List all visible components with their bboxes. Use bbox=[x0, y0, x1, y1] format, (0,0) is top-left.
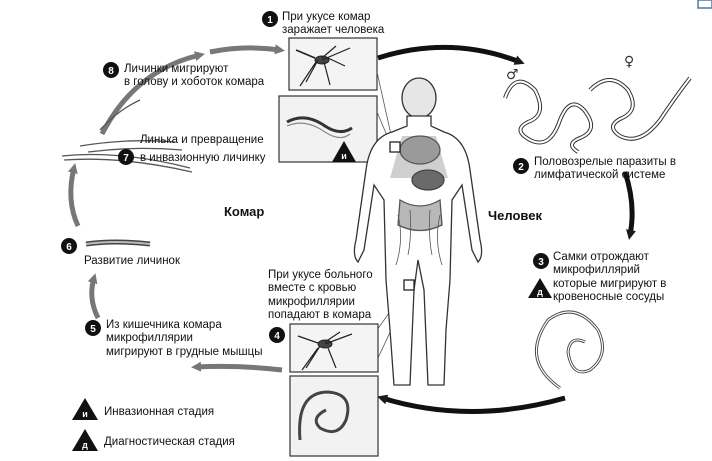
svg-text:6: 6 bbox=[66, 242, 72, 253]
arrow-5-to-6 bbox=[87, 273, 101, 320]
arrow-1-to-2 bbox=[377, 44, 525, 65]
host-mosquito-label: Комар bbox=[224, 204, 264, 219]
legend-invasive-marker: и bbox=[72, 398, 98, 420]
corner-frame bbox=[697, 0, 712, 9]
svg-text:2: 2 bbox=[518, 162, 524, 173]
svg-text:5: 5 bbox=[90, 324, 96, 335]
legend-diagnostic-label: Диагностическая стадия bbox=[104, 436, 235, 448]
svg-text:4: 4 bbox=[274, 331, 280, 342]
female-symbol: ♀ bbox=[624, 54, 634, 70]
diagnostic-stage-marker: д bbox=[528, 278, 552, 298]
step-6-label: Развитие личинок bbox=[84, 255, 181, 267]
mosquito-feeding-panel bbox=[289, 323, 379, 373]
developing-larva-icon bbox=[85, 239, 151, 247]
microfilaria-panel bbox=[289, 375, 379, 457]
male-symbol: ♂ bbox=[506, 67, 519, 83]
arrow-4-to-5 bbox=[191, 361, 283, 373]
arrow-6-to-7 bbox=[67, 163, 81, 228]
svg-text:8: 8 bbox=[108, 66, 114, 77]
arrow-2-to-3 bbox=[622, 171, 636, 240]
microfilaria-illustration bbox=[534, 310, 604, 390]
mosquito-bite-panel bbox=[288, 37, 378, 91]
arrow-3-to-4 bbox=[377, 394, 566, 414]
legend: и Инвазионная стадия д Диагностическая с… bbox=[72, 398, 235, 451]
svg-text:3: 3 bbox=[538, 257, 544, 268]
svg-text:1: 1 bbox=[267, 15, 273, 26]
legend-invasive-label: Инвазионная стадия bbox=[104, 406, 214, 418]
svg-text:7: 7 bbox=[123, 153, 129, 164]
host-human-label: Человек bbox=[488, 208, 542, 223]
step-markers: 1 2 3 4 5 6 7 8 bbox=[61, 11, 549, 343]
mosquito-icon bbox=[297, 331, 353, 371]
svg-text:и: и bbox=[341, 151, 347, 161]
microfilaria-icon bbox=[298, 390, 350, 441]
invasive-stage-marker: и bbox=[332, 141, 356, 162]
mosquito-icon bbox=[295, 45, 351, 87]
arrow-8-to-1 bbox=[209, 44, 285, 55]
svg-text:и: и bbox=[82, 409, 88, 419]
svg-text:д: д bbox=[537, 287, 543, 297]
svg-text:д: д bbox=[82, 440, 88, 450]
larva-panel bbox=[278, 95, 378, 163]
legend-diagnostic-marker: д bbox=[72, 429, 98, 451]
larva-icon bbox=[286, 116, 353, 133]
human-body-illustration bbox=[353, 77, 483, 386]
adult-worm-illustration bbox=[503, 76, 692, 154]
